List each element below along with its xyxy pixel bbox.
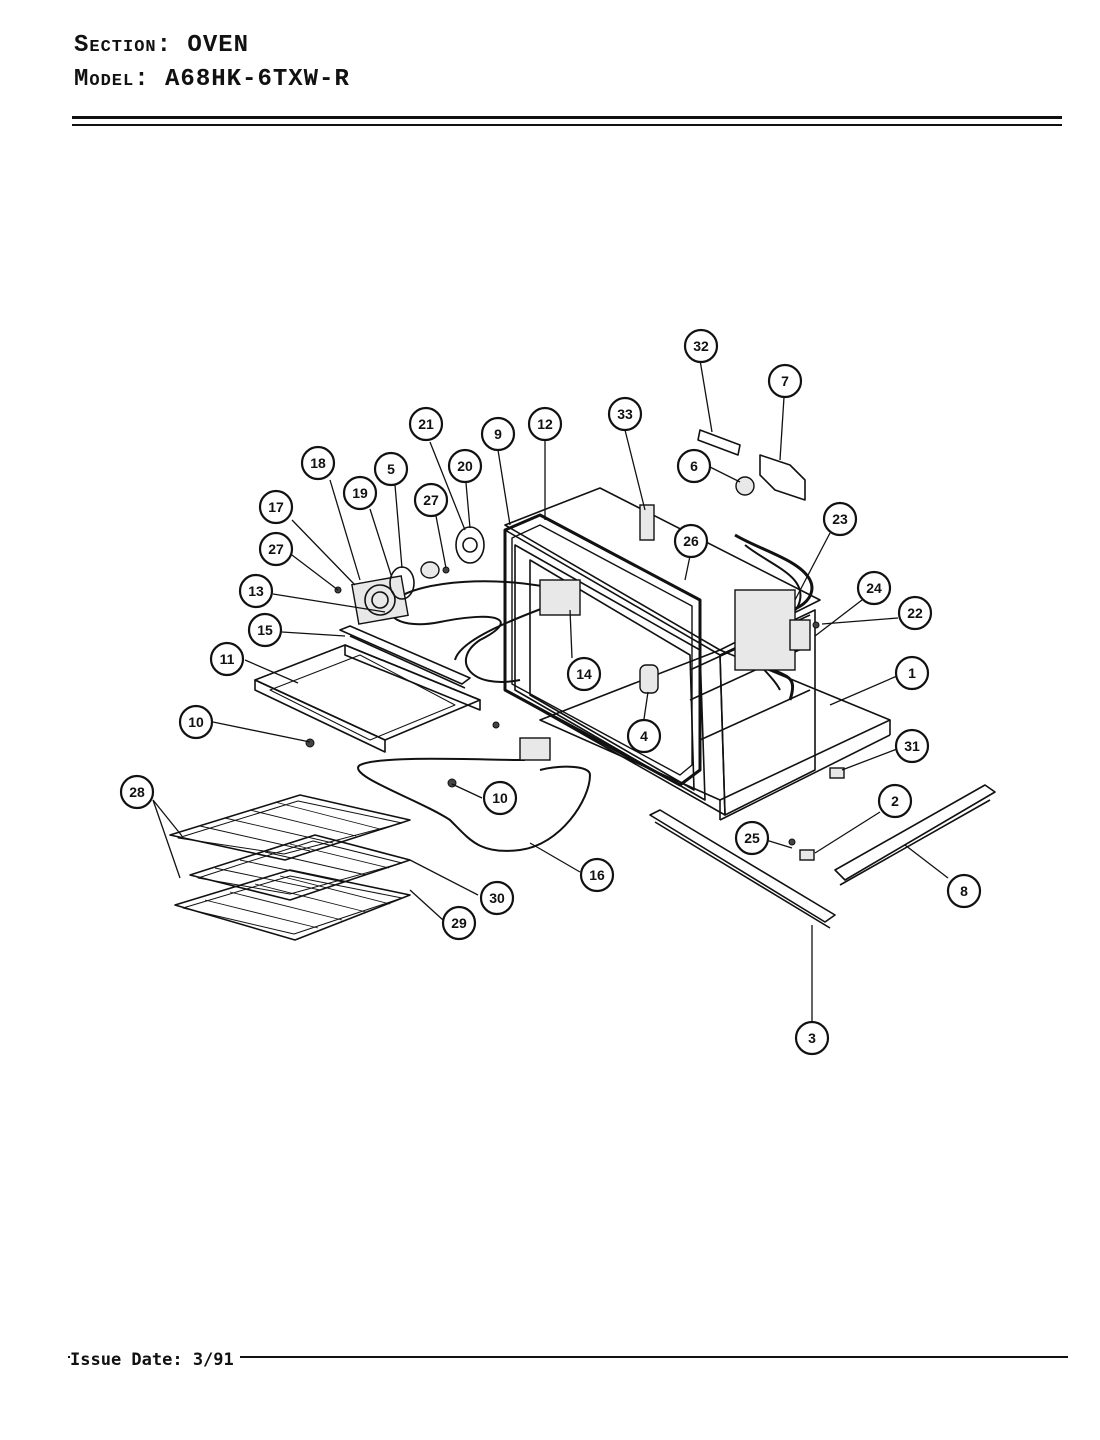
- front-frame-rail: [649, 809, 836, 929]
- door-gasket: [503, 513, 702, 787]
- callout-21-label: 21: [418, 416, 434, 432]
- callout-24: 24: [856, 570, 892, 606]
- model-heading: Model: A68HK-6TXW-R: [74, 66, 350, 93]
- bottom-trim-strip: [339, 625, 471, 689]
- callout-22: 22: [897, 595, 933, 631]
- callout-4: 4: [626, 718, 662, 754]
- callout-6: 6: [676, 448, 712, 484]
- callout-3-label: 3: [808, 1030, 816, 1046]
- callout-2: 2: [877, 783, 913, 819]
- callout-17: 17: [258, 489, 294, 525]
- callout-2-label: 2: [891, 793, 899, 809]
- oven-racks: [169, 794, 411, 941]
- callout-15: 15: [247, 612, 283, 648]
- wiring-harness: [734, 533, 814, 701]
- callout-11-label: 11: [220, 651, 235, 667]
- callout-25: 25: [734, 820, 770, 856]
- oven-bottom-panel: [254, 644, 481, 753]
- callout-16-label: 16: [589, 867, 605, 883]
- callout-6-label: 6: [690, 458, 698, 474]
- callout-23: 23: [822, 501, 858, 537]
- callout-14-label: 14: [576, 666, 592, 682]
- callout-33-label: 33: [617, 406, 633, 422]
- callout-5-label: 5: [387, 461, 395, 477]
- section-label: Section:: [74, 32, 173, 59]
- callout-26-label: 26: [683, 533, 699, 549]
- callout-25-label: 25: [744, 830, 760, 846]
- model-value: A68HK-6TXW-R: [165, 66, 350, 93]
- callout-27-upper: 27: [413, 482, 449, 518]
- callout-32-label: 32: [693, 338, 709, 354]
- light-assembly: [334, 526, 485, 625]
- callout-1-label: 1: [908, 665, 916, 681]
- callout-1: 1: [894, 655, 930, 691]
- callout-30: 30: [479, 880, 515, 916]
- callout-10-upper: 10: [178, 704, 214, 740]
- model-label: Model:: [74, 66, 150, 93]
- callout-14: 14: [566, 656, 602, 692]
- header-rule-bottom: [72, 124, 1062, 126]
- callout-10-lower: 10: [482, 780, 518, 816]
- callout-9: 9: [480, 416, 516, 452]
- callout-21: 21: [408, 406, 444, 442]
- broil-element: [389, 579, 581, 683]
- callout-27-upper-label: 27: [423, 492, 439, 508]
- callout-17-label: 17: [268, 499, 284, 515]
- callout-4-label: 4: [640, 728, 648, 744]
- callout-31: 31: [894, 728, 930, 764]
- control-bracket: [697, 429, 806, 501]
- callout-7: 7: [767, 363, 803, 399]
- callout-32: 32: [683, 328, 719, 364]
- callout-23-label: 23: [832, 511, 848, 527]
- callout-22-label: 22: [907, 605, 923, 621]
- callout-28: 28: [119, 774, 155, 810]
- callout-19: 19: [342, 475, 378, 511]
- callout-27-lower-label: 27: [268, 541, 284, 557]
- callout-26: 26: [673, 523, 709, 559]
- callout-20-label: 20: [457, 458, 473, 474]
- header-rule-top: [72, 116, 1062, 119]
- callout-12-label: 12: [537, 416, 553, 432]
- callout-3: 3: [794, 1020, 830, 1056]
- section-heading: Section: OVEN: [74, 32, 249, 59]
- callout-31-label: 31: [904, 738, 920, 754]
- callout-20: 20: [447, 448, 483, 484]
- callout-10-lower-label: 10: [492, 790, 508, 806]
- callout-30-label: 30: [489, 890, 505, 906]
- callout-29-label: 29: [451, 915, 467, 931]
- callout-11: 11: [209, 641, 245, 677]
- side-trim-rail: [834, 784, 996, 886]
- callout-13: 13: [238, 573, 274, 609]
- callout-15-label: 15: [257, 622, 273, 638]
- callout-24-label: 24: [866, 580, 882, 596]
- callout-28-label: 28: [129, 784, 145, 800]
- callout-8: 8: [946, 873, 982, 909]
- callout-9-label: 9: [494, 426, 502, 442]
- callout-29: 29: [441, 905, 477, 941]
- bake-element: [357, 737, 591, 852]
- callout-5: 5: [373, 451, 409, 487]
- callout-16: 16: [579, 857, 615, 893]
- callout-18: 18: [300, 445, 336, 481]
- callout-7-label: 7: [781, 373, 789, 389]
- callout-10-upper-label: 10: [188, 714, 204, 730]
- callout-19-label: 19: [352, 485, 368, 501]
- callout-33: 33: [607, 396, 643, 432]
- callout-8-label: 8: [960, 883, 968, 899]
- callout-13-label: 13: [248, 583, 264, 599]
- callout-12: 12: [527, 406, 563, 442]
- callout-27-lower: 27: [258, 531, 294, 567]
- issue-date: Issue Date: 3/91: [70, 1350, 240, 1370]
- section-value: OVEN: [187, 32, 250, 59]
- callout-18-label: 18: [310, 455, 326, 471]
- leader-lines: [152, 359, 949, 1022]
- footer-rule: [68, 1356, 1068, 1358]
